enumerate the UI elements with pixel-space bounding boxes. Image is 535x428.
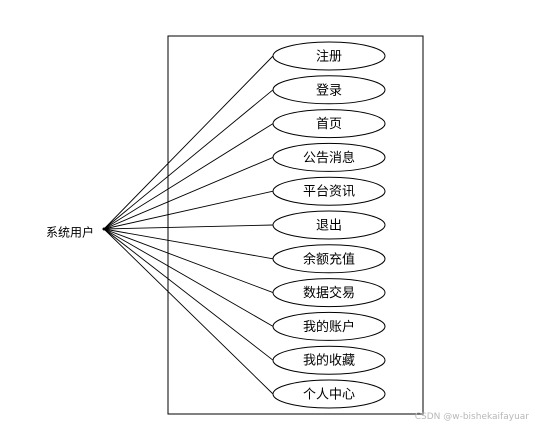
system-boundary — [167, 35, 424, 415]
watermark: CSDN @w-bishekaifayuar — [414, 412, 529, 422]
use-case-label: 我的账户 — [303, 319, 355, 335]
use-case-label: 公告消息 — [303, 150, 355, 166]
association-line — [103, 55, 274, 230]
use-case-label: 退出 — [316, 219, 342, 234]
association-line — [103, 89, 274, 230]
use-case: 平台资讯 — [272, 176, 386, 206]
use-case-label: 注册 — [316, 50, 342, 65]
use-case-label: 个人中心 — [303, 388, 355, 403]
use-case: 数据交易 — [272, 278, 386, 308]
use-case-ellipse — [272, 345, 386, 375]
use-case-ellipse — [272, 278, 386, 308]
use-case-ellipse — [272, 210, 386, 240]
association-line — [103, 228, 274, 361]
use-case: 注册 — [272, 41, 386, 71]
use-case-label: 余额充值 — [303, 251, 355, 267]
use-case: 我的收藏 — [272, 345, 386, 375]
use-case-ellipse — [272, 244, 386, 274]
association-line — [103, 228, 274, 260]
use-case-ellipse — [272, 311, 386, 341]
use-case-ellipse — [272, 176, 386, 206]
use-case: 登录 — [272, 75, 386, 105]
use-case: 余额充值 — [272, 244, 386, 274]
use-case: 个人中心 — [272, 379, 386, 409]
use-case: 公告消息 — [272, 142, 386, 172]
use-case-ellipse — [272, 109, 386, 139]
use-case-label: 登录 — [316, 83, 342, 98]
actor-anchor — [102, 227, 106, 231]
use-case: 我的账户 — [272, 311, 386, 341]
use-case-label: 我的收藏 — [303, 353, 355, 369]
use-case: 退出 — [272, 210, 386, 240]
use-case-label: 平台资讯 — [303, 185, 355, 200]
use-case-ellipse — [272, 379, 386, 409]
association-line — [103, 224, 274, 230]
use-case: 首页 — [272, 109, 386, 139]
association-lines — [103, 55, 274, 395]
actor-label: 系统用户 — [46, 225, 94, 240]
association-line — [103, 123, 274, 230]
use-case-ellipse — [272, 41, 386, 71]
association-line — [103, 228, 274, 294]
association-line — [103, 228, 274, 395]
use-case-label: 数据交易 — [303, 285, 355, 301]
association-line — [103, 228, 274, 327]
use-case-label: 首页 — [316, 117, 342, 132]
use-case-ellipse — [272, 142, 386, 172]
association-line — [103, 156, 274, 230]
use-case-ellipse — [272, 75, 386, 105]
association-line — [103, 190, 274, 230]
